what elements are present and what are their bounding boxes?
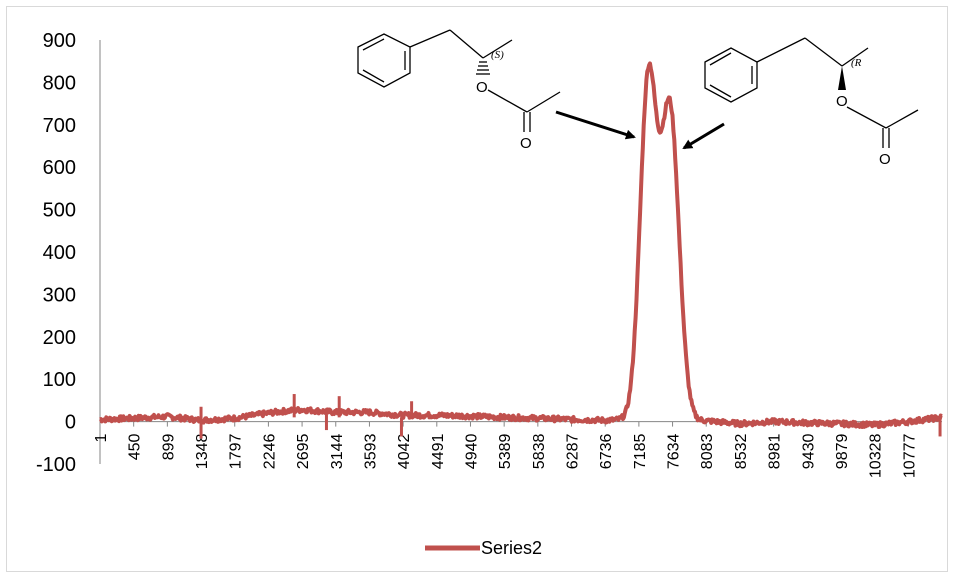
x-tick-label: 6736: [598, 433, 615, 469]
benzene-ring-s: [357, 33, 411, 88]
x-tick-label: 5389: [497, 433, 514, 469]
bond-r: [756, 37, 806, 63]
plot-area: [98, 61, 943, 439]
arrow-to-peak-1: [555, 110, 636, 140]
arrow-to-peak-2: [682, 122, 725, 150]
solid-wedge-r: [838, 66, 846, 90]
y-tick-label: 300: [43, 284, 76, 306]
x-tick-label: 4042: [396, 433, 413, 469]
x-tick-label: 9879: [834, 433, 851, 469]
benzene-ring-r: [704, 47, 758, 103]
x-axis: 1 450 899 1348 1797 2246 2695 3144 3593 4042 4491 4…: [93, 421, 942, 479]
series2-line: [98, 61, 943, 429]
x-tick-label: 1: [93, 434, 110, 443]
x-tick-label: 8532: [733, 433, 750, 469]
x-tick-label: 7185: [632, 433, 649, 469]
atom-o-carbonyl-s: O: [520, 135, 532, 152]
x-tick-label: 7634: [666, 433, 683, 469]
y-tick-label: 100: [43, 369, 76, 391]
x-tick-label: 6287: [565, 433, 582, 469]
legend-label-series2: Series2: [481, 538, 542, 558]
ring-double-bond-s: [362, 69, 385, 83]
ring-double-bond-r: [709, 84, 732, 98]
bond-s: [482, 39, 513, 59]
atom-o-ester-s: O: [476, 79, 488, 96]
x-tick-label: 450: [127, 434, 144, 461]
atom-o-ester-r: O: [836, 93, 848, 110]
x-tick-label: 5838: [531, 433, 548, 469]
x-tick-label: 9430: [800, 433, 817, 469]
bond-r: [841, 47, 869, 67]
bond-r: [846, 106, 887, 129]
x-tick-label: 8083: [699, 433, 716, 469]
y-tick-label: 900: [43, 30, 76, 52]
y-tick-label: 500: [43, 200, 76, 222]
label-s: (S): [491, 49, 504, 61]
x-tick-label: 3593: [362, 433, 379, 469]
legend: Series2: [425, 538, 542, 558]
structure-s-enantiomer: [357, 29, 561, 132]
x-tick-label: 4491: [430, 433, 447, 469]
x-tick-label: 4940: [463, 433, 480, 469]
y-tick-label: 0: [65, 412, 76, 434]
x-tick-label: 899: [160, 434, 177, 461]
bond-s: [409, 29, 451, 48]
bond-r: [885, 109, 919, 129]
ring-double-bond-s: [362, 38, 385, 51]
bond-r: [804, 37, 843, 67]
y-axis: -100 0 100 200 300 400 500 600 700 800 900: [36, 30, 101, 476]
y-tick-label: 400: [43, 242, 76, 264]
x-tick-label: 1348: [194, 433, 211, 469]
y-tick-label: 600: [43, 157, 76, 179]
x-tick-label: 2246: [261, 433, 278, 469]
label-r: (R: [851, 57, 862, 69]
x-tick-label: 8981: [767, 433, 784, 469]
y-tick-label: 200: [43, 327, 76, 349]
y-tick-label: 800: [43, 72, 76, 94]
atom-o-carbonyl-r: O: [879, 151, 891, 168]
y-tick-label: 700: [43, 115, 76, 137]
x-tick-label: 10777: [901, 434, 918, 479]
x-tick-label: 3144: [329, 433, 346, 469]
structure-r-enantiomer: [704, 37, 919, 148]
ring-double-bond-r: [709, 52, 732, 66]
bond-s: [487, 89, 528, 113]
bond-s: [526, 91, 561, 113]
y-tick-label: -100: [36, 454, 76, 476]
chart-frame: [6, 6, 948, 572]
hashed-wedge-s: [476, 61, 490, 75]
x-tick-label: 1797: [228, 433, 245, 469]
x-tick-label: 2695: [295, 433, 312, 469]
x-tick-label: 10328: [868, 434, 885, 479]
bond-s: [449, 29, 484, 59]
